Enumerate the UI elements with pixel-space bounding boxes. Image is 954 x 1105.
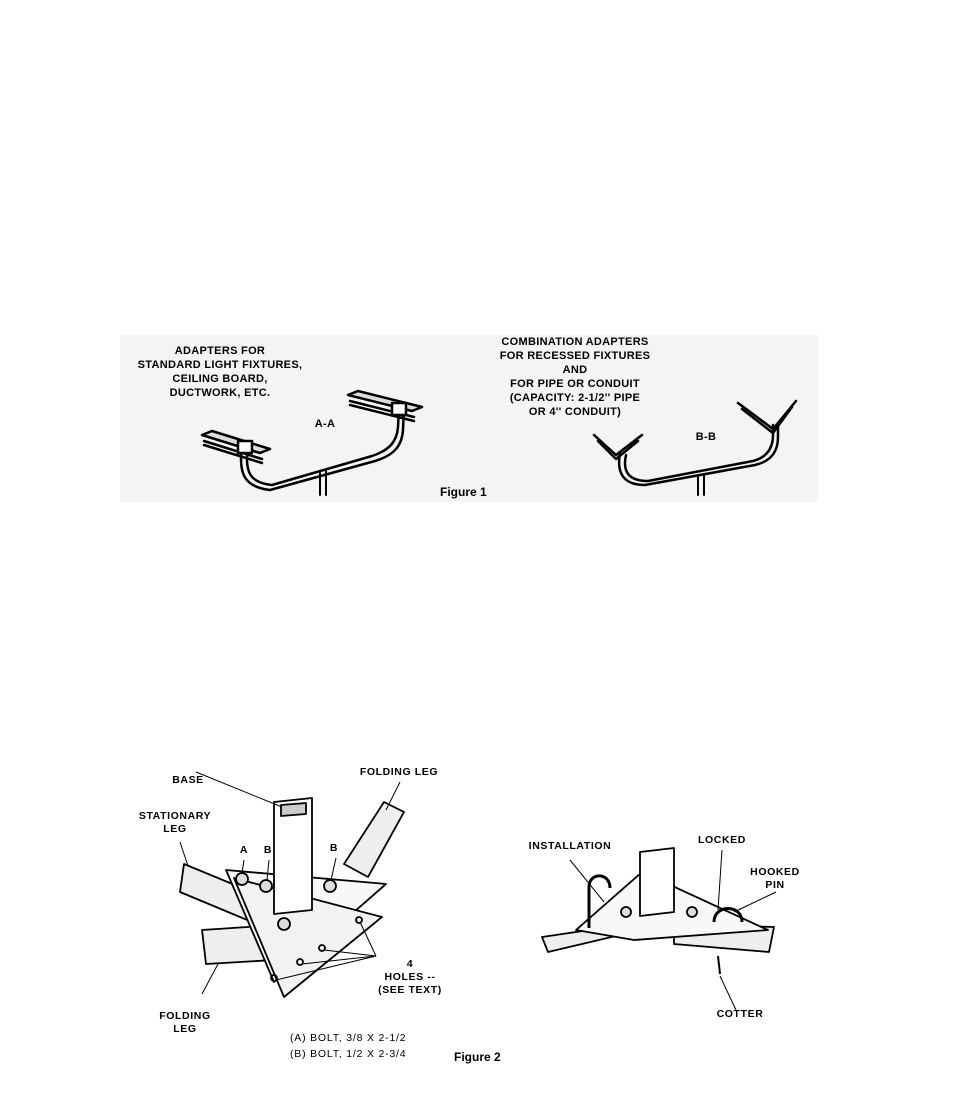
installation-label: INSTALLATION	[528, 840, 612, 852]
stationary-leg-label: STATIONARY LEG	[138, 810, 212, 835]
figure-1-panel: ADAPTERS FOR STANDARD LIGHT FIXTURES, CE…	[120, 335, 818, 502]
figure-2-caption: Figure 2	[454, 1050, 501, 1064]
bolt-b-label-2: B	[329, 842, 339, 854]
folding-leg-top-label: FOLDING LEG	[359, 766, 439, 778]
right-adapter-label: COMBINATION ADAPTERS FOR RECESSED FIXTUR…	[499, 336, 651, 418]
hooked-pin-label: HOOKED PIN	[750, 866, 800, 891]
adapter-a-a	[200, 389, 424, 496]
holes-label: 4 HOLES -- (SEE TEXT)	[378, 958, 442, 996]
base-label: BASE	[172, 774, 204, 786]
left-adapter-label: ADAPTERS FOR STANDARD LIGHT FIXTURES, CE…	[137, 345, 303, 399]
figure-2-panel: BASE FOLDING LEG STATIONARY LEG A B B 4 …	[114, 752, 800, 1070]
section-b-b-label: B-B	[695, 431, 717, 443]
stand-base-assembly	[179, 771, 405, 998]
locked-assembly	[541, 847, 777, 1011]
bolt-a-label: A	[239, 844, 249, 856]
locked-label: LOCKED	[698, 834, 746, 846]
figure-1-drawing	[200, 389, 798, 496]
figure-1-caption: Figure 1	[440, 485, 487, 499]
figure-2-drawing	[179, 771, 777, 1011]
bolt-b-label-1: B	[263, 844, 273, 856]
bolt-b-spec: (B) BOLT, 1/2 X 2-3/4	[290, 1048, 407, 1060]
section-a-a-label: A-A	[314, 418, 336, 430]
adapter-b-b	[592, 399, 798, 496]
bolt-a-spec: (A) BOLT, 3/8 X 2-1/2	[290, 1032, 407, 1044]
cotter-label: COTTER	[716, 1008, 764, 1020]
folding-leg-bottom-label: FOLDING LEG	[159, 1010, 211, 1035]
